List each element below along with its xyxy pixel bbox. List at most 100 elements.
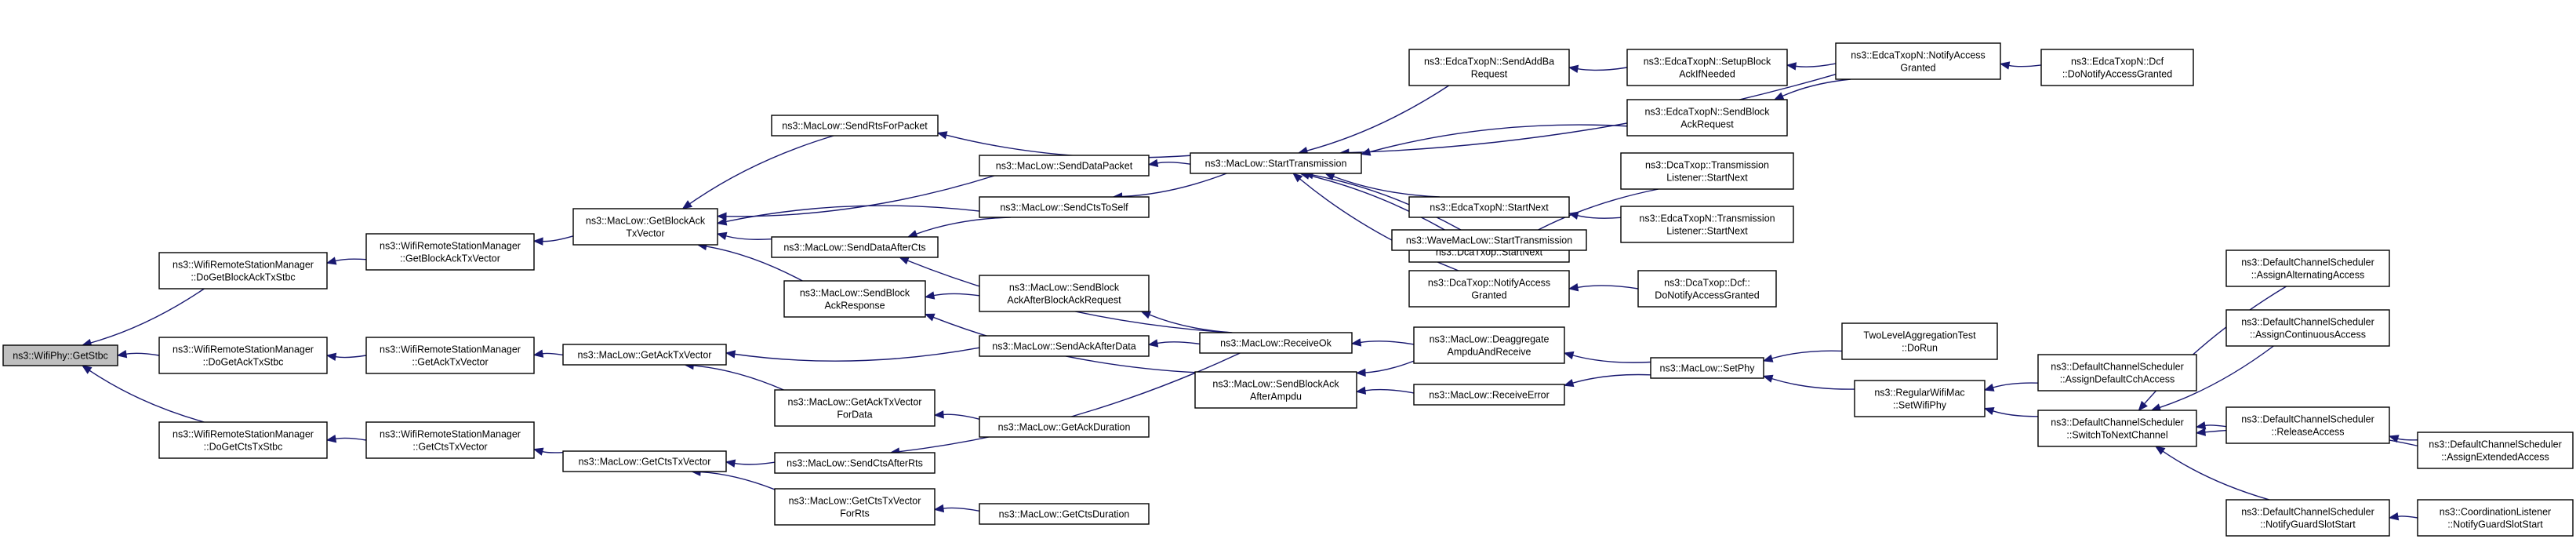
edge-line xyxy=(89,370,205,423)
edge-line xyxy=(2397,515,2418,519)
node-ml_getctsduration[interactable]: ns3::MacLow::GetCtsDuration xyxy=(979,503,1150,525)
edge-line xyxy=(734,461,776,465)
edge-line xyxy=(2204,424,2227,428)
node-rsm_dogetblockack[interactable]: ns3::WifiRemoteStationManager::DoGetBloc… xyxy=(158,252,328,290)
node-label: AfterAmpdu xyxy=(1250,392,1302,402)
edge-dca_dcf_donotify-to-dca_notifyaccess xyxy=(1568,283,1639,292)
node-dcs_assigncontinuous[interactable]: ns3::DefaultChannelScheduler::AssignCont… xyxy=(2225,309,2390,347)
edge-ml_getctsduration-to-ml_getctsforrts xyxy=(933,504,980,513)
node-dcs_assigndefaultcch[interactable]: ns3::DefaultChannelScheduler::AssignDefa… xyxy=(2037,354,2197,392)
edge-arrowhead xyxy=(325,352,337,361)
node-ml_receiveok[interactable]: ns3::MacLow::ReceiveOk xyxy=(1199,332,1353,354)
node-getstbc[interactable]: ns3::WifiPhy::GetStbc xyxy=(2,344,118,366)
node-edca_notifyaccess[interactable]: ns3::EdcaTxopN::NotifyAccessGranted xyxy=(1835,42,2001,80)
edge-line xyxy=(542,352,564,356)
node-dcs_assignalternating[interactable]: ns3::DefaultChannelScheduler::AssignAlte… xyxy=(2225,249,2390,287)
node-label: ns3::RegularWifiMac xyxy=(1874,388,1964,399)
node-ml_getack[interactable]: ns3::MacLow::GetAckTxVector xyxy=(562,344,727,366)
edge-dcs_assignalternating-to-dcs_switchtonext xyxy=(2138,286,2287,411)
edge-edca_dcf_donotify-to-edca_notifyaccess xyxy=(1999,61,2042,70)
edge-arrowhead xyxy=(1983,383,1995,392)
edge-edca_notifyaccess-to-edca_setupblockack xyxy=(1786,62,1837,71)
node-ml_sendctsafterrts[interactable]: ns3::MacLow::SendCtsAfterRts xyxy=(774,452,936,474)
node-ml_getblockack[interactable]: ns3::MacLow::GetBlockAckTxVector xyxy=(572,208,718,246)
node-box xyxy=(979,335,1150,357)
edge-arrowhead xyxy=(1568,64,1579,73)
edge-dcs_releaseaccess-to-dcs_switchtonext xyxy=(2195,421,2227,430)
node-edca_dcf_donotify[interactable]: ns3::EdcaTxopN::Dcf::DoNotifyAccessGrant… xyxy=(2040,49,2194,86)
node-edca_startnext[interactable]: ns3::EdcaTxopN::StartNext xyxy=(1408,196,1570,218)
node-dcs_notifyguard[interactable]: ns3::DefaultChannelScheduler::NotifyGuar… xyxy=(2225,499,2390,537)
node-ml_sendctstoself[interactable]: ns3::MacLow::SendCtsToSelf xyxy=(979,196,1150,218)
node-cl_notifyguard[interactable]: ns3::CoordinationListener::NotifyGuardSl… xyxy=(2417,499,2574,537)
node-dca_notifyaccess[interactable]: ns3::DcaTxop::NotifyAccessGranted xyxy=(1408,270,1570,308)
node-ml_senddataaftercts[interactable]: ns3::MacLow::SendDataAfterCts xyxy=(771,236,939,258)
node-box xyxy=(1408,49,1570,86)
node-box xyxy=(562,450,727,472)
node-dcs_releaseaccess[interactable]: ns3::DefaultChannelScheduler::ReleaseAcc… xyxy=(2225,406,2390,444)
edge-rsm_dogetcts-to-getstbc xyxy=(81,365,205,423)
node-box xyxy=(2225,499,2390,537)
node-wave_starttx[interactable]: ns3::WaveMacLow::StartTransmission xyxy=(1391,229,1587,251)
node-tlat_dorun[interactable]: TwoLevelAggregationTest::DoRun xyxy=(1841,322,1998,360)
node-label: ns3::MacLow::SendBlock xyxy=(800,288,910,299)
node-label: AckAfterBlockAckRequest xyxy=(1007,295,1121,306)
edge-line xyxy=(1577,214,1622,219)
node-ml_senddatapacket[interactable]: ns3::MacLow::SendDataPacket xyxy=(979,155,1150,177)
edge-line xyxy=(1577,67,1628,71)
node-label: Request xyxy=(1471,69,1508,80)
edge-ml_getblockack-to-rsm_getblockack xyxy=(532,235,574,246)
node-label: ::DoNotifyAccessGranted xyxy=(2062,69,2172,80)
node-label: ns3::DcaTxop::Dcf:: xyxy=(1664,278,1750,289)
node-rsm_getblockack[interactable]: ns3::WifiRemoteStationManager::GetBlockA… xyxy=(365,233,535,271)
node-rsm_dogetcts[interactable]: ns3::WifiRemoteStationManager::DoGetCtsT… xyxy=(158,421,328,459)
edge-arrowhead xyxy=(933,504,945,513)
edge-line xyxy=(1157,341,1201,345)
edge-line xyxy=(916,217,1011,235)
node-rsm_dogetack[interactable]: ns3::WifiRemoteStationManager::DoGetAckT… xyxy=(158,337,328,374)
node-ml_sendblockackafterreq[interactable]: ns3::MacLow::SendBlockAckAfterBlockAckRe… xyxy=(979,275,1150,312)
node-ml_starttx[interactable]: ns3::MacLow::StartTransmission xyxy=(1190,152,1362,174)
node-rsm_getcts[interactable]: ns3::WifiRemoteStationManager::GetCtsTxV… xyxy=(365,421,535,459)
node-label: ns3::WifiRemoteStationManager xyxy=(380,241,521,252)
edge-ml_starttx-to-ml_senddatapacket xyxy=(1147,158,1191,168)
node-rsm_getack[interactable]: ns3::WifiRemoteStationManager::GetAckTxV… xyxy=(365,337,535,374)
node-label: ns3::MacLow::GetAckDuration xyxy=(998,422,1131,433)
node-edca_txlistener_startnext[interactable]: ns3::EdcaTxopN::TransmissionListener::St… xyxy=(1620,206,1794,243)
edge-line xyxy=(542,235,574,242)
node-ml_setphy[interactable]: ns3::MacLow::SetPhy xyxy=(1650,357,1764,379)
node-label: ns3::EdcaTxopN::NotifyAccess xyxy=(1851,50,1986,61)
edge-arrowhead xyxy=(1762,374,1774,383)
node-label: ns3::WifiRemoteStationManager xyxy=(173,260,314,271)
node-label: ns3::MacLow::SendDataPacket xyxy=(996,161,1133,172)
node-label: ns3::MacLow::SetPhy xyxy=(1660,363,1756,374)
node-dcs_switchtonext[interactable]: ns3::DefaultChannelScheduler::SwitchToNe… xyxy=(2037,410,2197,447)
node-ml_receiveerror[interactable]: ns3::MacLow::ReceiveError xyxy=(1413,384,1565,406)
node-ml_getackduration[interactable]: ns3::MacLow::GetAckDuration xyxy=(979,416,1150,438)
node-label: ns3::CoordinationListener xyxy=(2440,507,2551,518)
node-ml_sendackafterdata[interactable]: ns3::MacLow::SendAckAfterData xyxy=(979,335,1150,357)
node-dcs_assignextended[interactable]: ns3::DefaultChannelScheduler::AssignExte… xyxy=(2417,432,2574,469)
node-rwm_setwifiphy[interactable]: ns3::RegularWifiMac::SetWifiPhy xyxy=(1854,380,1986,417)
edge-line xyxy=(542,450,564,453)
node-label: ns3::MacLow::SendRtsForPacket xyxy=(782,121,928,132)
node-label: ns3::DcaTxop::Transmission xyxy=(1645,160,1769,171)
edge-arrowhead xyxy=(1292,173,1303,183)
node-ml_getcts[interactable]: ns3::MacLow::GetCtsTxVector xyxy=(562,450,727,472)
edge-arrowhead xyxy=(924,313,936,322)
edge-arrowhead xyxy=(1563,379,1575,388)
node-dca_dcf_donotify[interactable]: ns3::DcaTxop::Dcf::DoNotifyAccessGranted xyxy=(1637,270,1777,308)
node-ml_sendrts[interactable]: ns3::MacLow::SendRtsForPacket xyxy=(771,115,939,137)
node-dca_txlistener_startnext[interactable]: ns3::DcaTxop::TransmissionListener::Star… xyxy=(1620,152,1794,190)
node-label: ns3::MacLow::GetAckTxVector xyxy=(788,397,922,408)
edge-line xyxy=(1149,314,1233,333)
node-box xyxy=(158,252,328,290)
